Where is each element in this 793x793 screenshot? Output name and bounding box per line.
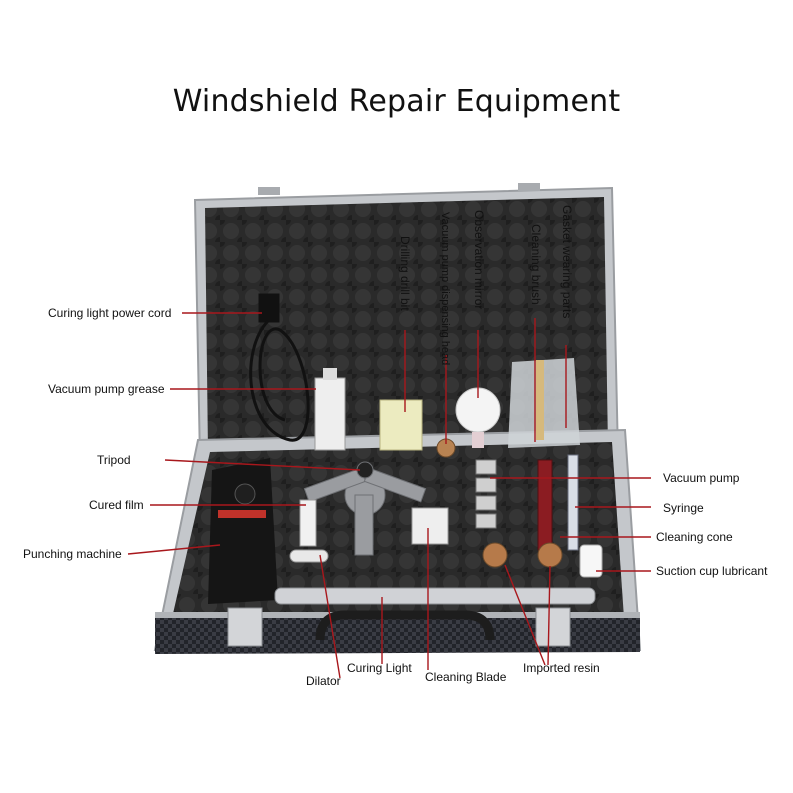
label-dilator: Dilator: [306, 674, 341, 688]
label-imported-resin: Imported resin: [523, 661, 600, 675]
dilator: [289, 549, 329, 563]
right-latch: [535, 607, 571, 647]
label-tripod: Tripod: [97, 453, 131, 467]
label-grease: Vacuum pump grease: [48, 382, 165, 396]
lubricant-bottle: [579, 544, 603, 578]
left-latch: [227, 607, 263, 647]
label-gasket: Gasket wearing parts: [560, 205, 574, 319]
label-syringe: Syringe: [663, 501, 704, 515]
label-cleaning-blade: Cleaning Blade: [425, 670, 507, 684]
label-dispensing-head: Vacuum pump dispensing head: [439, 212, 451, 366]
leader-lines: [127, 312, 651, 679]
label-mirror: Observation mirror: [472, 210, 486, 310]
label-power-cord: Curing light power cord: [48, 306, 172, 320]
label-brush: Cleaning brush: [529, 224, 543, 305]
label-drill-bit: Drilling drill bit: [398, 236, 412, 311]
observation-mirror: [455, 387, 501, 448]
case-handle: [315, 610, 495, 641]
cleaning-brush: [536, 360, 544, 440]
punching-machine: [208, 458, 278, 604]
label-vacuum-pump: Vacuum pump: [663, 471, 740, 485]
vacuum-pump-parts: [475, 459, 497, 529]
page-title: Windshield Repair Equipment: [172, 84, 621, 119]
drill-bit-pack: [379, 399, 423, 451]
cured-film: [299, 499, 317, 547]
cleaning-blades: [411, 507, 449, 545]
vacuum-pump: [537, 459, 553, 551]
label-curing-light: Curing Light: [347, 661, 412, 675]
label-lubricant: Suction cup lubricant: [656, 564, 768, 578]
curing-light: [274, 587, 596, 605]
label-punching-machine: Punching machine: [23, 547, 122, 561]
power-cord: [249, 293, 310, 442]
grease-tube: [314, 368, 346, 451]
tripod: [303, 461, 427, 556]
resin-jars: [482, 542, 563, 568]
label-cleaning-cone: Cleaning cone: [656, 530, 733, 544]
label-cured-film: Cured film: [89, 498, 144, 512]
syringe: [567, 454, 579, 551]
